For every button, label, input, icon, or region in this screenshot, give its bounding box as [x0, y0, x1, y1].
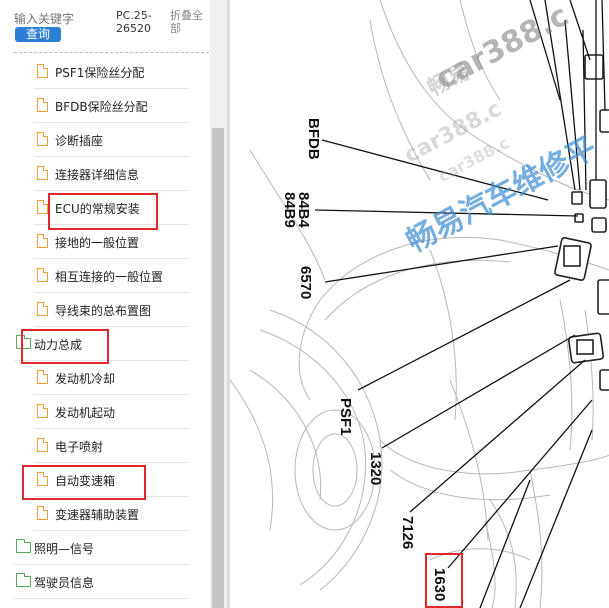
tree-item-label: 变速器辅助装置: [55, 508, 140, 522]
tree-item[interactable]: 自动变速箱: [34, 463, 189, 497]
tree-item-label: 相互连接的一般位置: [55, 270, 164, 284]
tree-folder[interactable]: 照明—信号: [14, 531, 189, 565]
tree-item[interactable]: 导线束的总布置图: [34, 293, 189, 327]
document-icon: [37, 370, 48, 384]
tree-item[interactable]: 变速器辅助装置: [34, 497, 189, 531]
document-icon: [37, 302, 48, 316]
model-code: PC.25-26520: [116, 9, 152, 35]
tree-item-label: 电子喷射: [55, 440, 104, 454]
highlight-box: [48, 193, 158, 230]
document-icon: [37, 404, 48, 418]
tree-item-label: 接地的一般位置: [55, 236, 140, 250]
diagram-label-6570: 6570: [297, 266, 314, 300]
diagram-label-84b9: 84B9: [281, 192, 298, 228]
tree-item[interactable]: 发动机冷却: [34, 361, 189, 395]
search-toolbar: 查询 PC.25-26520 折叠全部: [0, 0, 210, 52]
sidebar-scrollbar[interactable]: [210, 0, 227, 608]
tree-folder[interactable]: 驾驶员信息: [14, 565, 189, 599]
collapse-all-link[interactable]: 折叠全部: [170, 9, 203, 35]
diagram-label-bfdb: BFDB: [305, 118, 322, 160]
document-icon: [37, 234, 48, 248]
highlight-box: [21, 329, 109, 364]
navigation-sidebar: 查询 PC.25-26520 折叠全部 PSF1保险丝分配 BFDB保险丝分配诊断…: [0, 0, 210, 608]
highlight-box: [22, 465, 146, 500]
tree-item[interactable]: 诊断插座: [34, 123, 189, 157]
folder-icon: [16, 335, 31, 349]
scrollbar-thumb[interactable]: [212, 128, 224, 608]
tree-item-label: 照明—信号: [34, 542, 95, 556]
tree-item[interactable]: 相互连接的一般位置: [34, 259, 189, 293]
tree-item-label: PSF1保险丝分配: [55, 66, 145, 80]
tree-item-label: BFDB保险丝分配: [55, 100, 148, 114]
tree-item[interactable]: 发动机起动: [34, 395, 189, 429]
document-icon: [37, 200, 48, 214]
toolbar-divider: [14, 52, 209, 53]
tree-item-label: 连接器详细信息: [55, 168, 140, 182]
document-icon: [37, 268, 48, 282]
tree-item-label: 导线束的总布置图: [55, 304, 152, 318]
tree-item-label: 动力总成: [34, 338, 83, 352]
diagram-label-psf1: PSF1: [337, 398, 354, 436]
diagram-label-1320: 1320: [367, 452, 384, 486]
search-input[interactable]: [14, 11, 110, 27]
search-button[interactable]: 查询: [15, 27, 61, 42]
tree-item-label: ECU的常规安装: [55, 202, 140, 216]
folder-icon: [16, 539, 31, 553]
tree-item[interactable]: 接地的一般位置: [34, 225, 189, 259]
diagram-drawing: [230, 0, 609, 608]
tree-item[interactable]: PSF1保险丝分配: [34, 55, 189, 89]
tree-item-label: 发动机冷却: [55, 372, 116, 386]
document-icon: [37, 166, 48, 180]
folder-icon: [16, 573, 31, 587]
pane-splitter[interactable]: [227, 0, 230, 608]
document-icon: [37, 64, 48, 78]
tree-item-label: 发动机起动: [55, 406, 116, 420]
tree-folder[interactable]: 动力总成: [14, 327, 189, 361]
document-icon: [37, 506, 48, 520]
tree-item[interactable]: ECU的常规安装: [34, 191, 189, 225]
wiring-diagram: BFDB 84B4 84B9 6570 PSF1 1320 7126 1630 …: [230, 0, 609, 608]
diagram-label-7126: 7126: [399, 516, 416, 550]
document-icon: [37, 132, 48, 146]
tree-item-label: 驾驶员信息: [34, 576, 95, 590]
tree-item-label: 诊断插座: [55, 134, 104, 148]
document-icon: [37, 98, 48, 112]
document-icon: [37, 472, 48, 486]
tree-item[interactable]: 连接器详细信息: [34, 157, 189, 191]
document-icon: [37, 438, 48, 452]
tree-item[interactable]: BFDB保险丝分配: [34, 89, 189, 123]
tree-item-label: 自动变速箱: [55, 474, 116, 488]
tree-item[interactable]: 电子喷射: [34, 429, 189, 463]
diagram-highlight-box: [425, 553, 463, 608]
